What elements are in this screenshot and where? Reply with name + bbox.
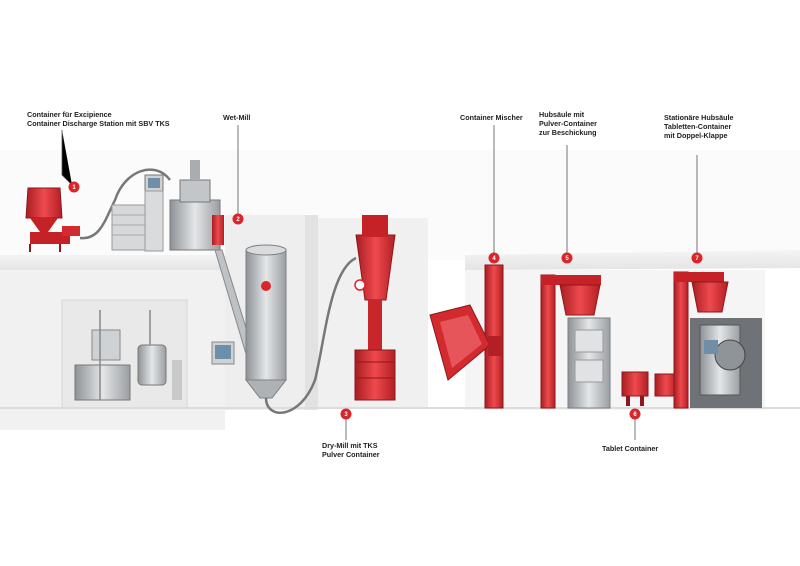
label-line: Tablet Container: [602, 444, 659, 453]
badge-circle: [232, 213, 244, 225]
badge-number: 7: [695, 256, 699, 262]
badge-5: 5: [561, 252, 573, 264]
upper-floor-right: [465, 250, 800, 270]
station-7-equipment: [673, 271, 762, 409]
label-station-2: Wet-Mill: [223, 113, 250, 122]
station-3-equipment: [354, 215, 396, 401]
badge-3: 3: [340, 408, 352, 420]
label-station-7: Stationäre Hubsäule Tabletten-Container …: [664, 113, 734, 140]
badge-1: 1: [68, 181, 80, 193]
badge-number: 1: [72, 185, 76, 191]
badge-4: 4: [488, 252, 500, 264]
badge-number: 6: [633, 412, 637, 418]
label-line: Stationäre Hubsäule: [664, 113, 734, 122]
badge-number: 2: [236, 217, 240, 223]
label-line: Tabletten-Container: [664, 122, 732, 131]
label-line: Dry-Mill mit TKS: [322, 441, 378, 450]
label-station-3: Dry-Mill mit TKS Pulver Container: [322, 441, 380, 459]
badge-circle: [340, 408, 352, 420]
badge-circle: [561, 252, 573, 264]
badge-circle: [629, 408, 641, 420]
badge-7: 7: [691, 252, 703, 264]
label-line: Container Discharge Station mit SBV TKS: [27, 119, 170, 128]
badge-circle: [68, 181, 80, 193]
label-line: Hubsäule mit: [539, 110, 585, 119]
label-station-1: Container für Excipience Container Disch…: [27, 110, 170, 128]
number-badges: 1 2 3 4 5 6 7: [68, 181, 703, 420]
badge-2: 2: [232, 213, 244, 225]
label-station-5: Hubsäule mit Pulver-Container zur Beschi…: [539, 110, 597, 137]
station-4-equipment: [429, 264, 504, 409]
badge-circle: [691, 252, 703, 264]
lower-room-equipment: [74, 310, 182, 401]
badge-6: 6: [629, 408, 641, 420]
label-station-6: Tablet Container: [602, 444, 658, 453]
column-equipment: [211, 244, 357, 414]
station-1-equipment: [25, 168, 171, 252]
label-line: Container für Excipience: [27, 110, 112, 119]
badge-number: 3: [344, 412, 348, 418]
label-line: Wet-Mill: [223, 113, 251, 122]
badge-number: 4: [492, 256, 496, 262]
label-station-4: Container Mischer: [460, 113, 523, 122]
label-line: Pulver Container: [322, 450, 380, 459]
label-line: Container Mischer: [460, 113, 523, 122]
label-line: Pulver-Container: [539, 119, 597, 128]
leader-lines: [61, 125, 698, 440]
badge-number: 5: [565, 256, 569, 262]
label-line: zur Beschickung: [539, 128, 597, 137]
station-6-equipment: [621, 371, 678, 406]
label-line: mit Doppel-Klappe: [664, 131, 728, 140]
upper-floor-left: [0, 255, 225, 270]
wall-partition: [305, 215, 318, 410]
badge-circle: [488, 252, 500, 264]
station-5-equipment: [540, 274, 611, 409]
